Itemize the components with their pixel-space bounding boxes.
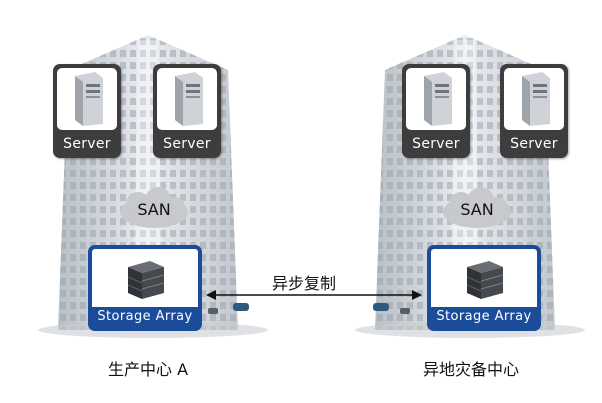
san-cloud: SAN — [437, 186, 517, 232]
server-label: Server — [63, 136, 111, 152]
double-arrow-icon — [206, 290, 422, 300]
server-label: Server — [163, 136, 211, 152]
storage-array-icon — [466, 261, 504, 299]
storage-array-card: Storage Array — [427, 245, 541, 331]
site-caption: 异地灾备中心 — [423, 360, 520, 379]
storage-array-card: Storage Array — [88, 245, 202, 331]
server-card: Server — [402, 64, 470, 158]
cloud-icon — [120, 187, 188, 228]
server-tower-icon — [522, 72, 550, 126]
san-label: SAN — [460, 200, 494, 219]
storage-label: Storage Array — [431, 307, 537, 327]
site-production: Server Server SAN — [28, 0, 278, 403]
server-card: Server — [53, 64, 121, 158]
server-tower-icon — [75, 72, 103, 126]
storage-array-icon — [127, 261, 165, 299]
site-caption: 生产中心 A — [108, 360, 189, 379]
san-label: SAN — [137, 200, 171, 219]
server-card: Server — [153, 64, 221, 158]
storage-label: Storage Array — [92, 307, 198, 327]
san-cloud: SAN — [114, 186, 194, 232]
cloud-icon — [443, 187, 511, 228]
server-label: Server — [510, 136, 558, 152]
server-card: Server — [500, 64, 568, 158]
replication-label: 异步复制 — [272, 274, 337, 293]
server-tower-icon — [175, 72, 203, 126]
server-tower-icon — [424, 72, 452, 126]
server-label: Server — [412, 136, 460, 152]
site-disaster-recovery: Server Server SAN — [345, 0, 595, 403]
